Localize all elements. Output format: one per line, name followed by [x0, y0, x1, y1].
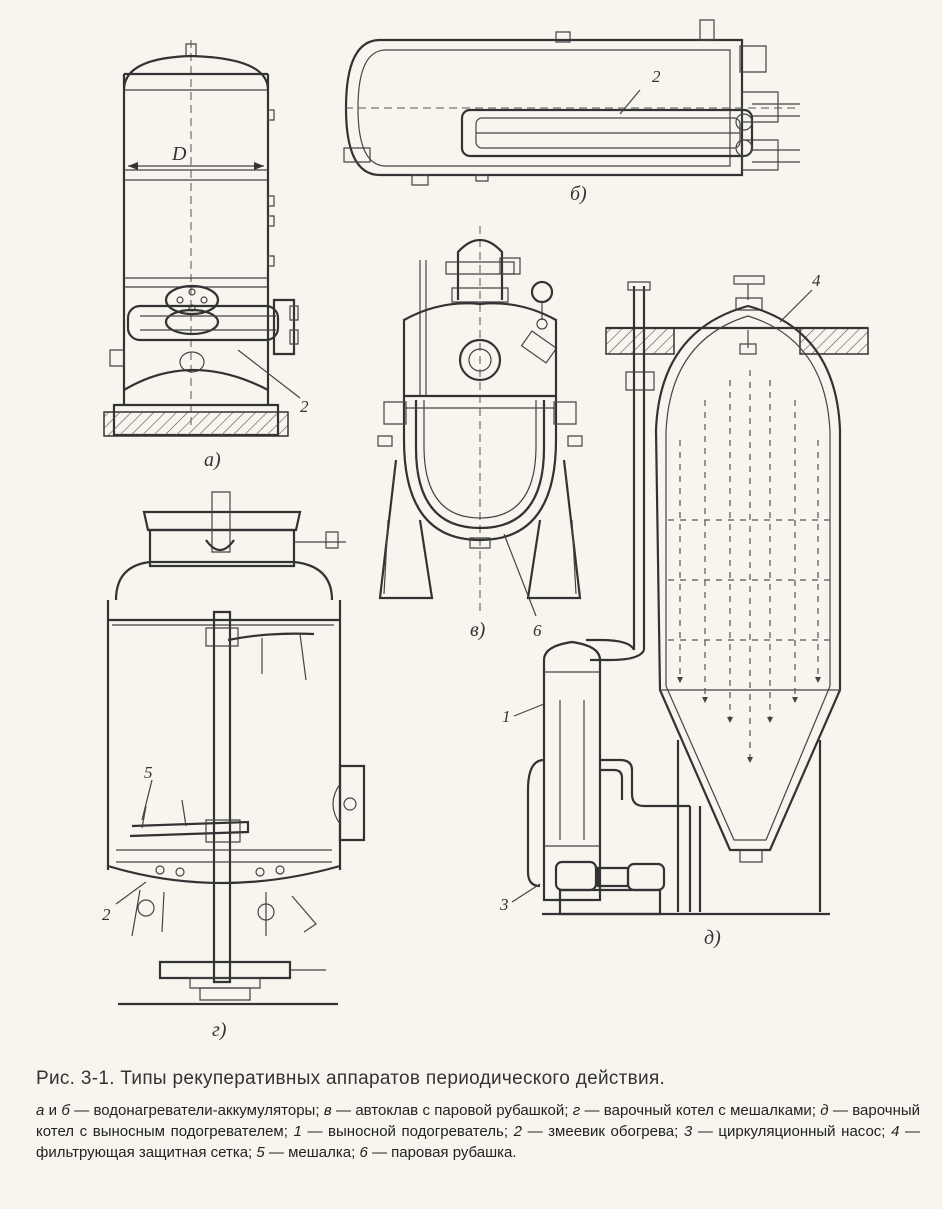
- caption-key: 1: [293, 1123, 302, 1140]
- callout-v-6: 6: [533, 621, 542, 640]
- label-d: д): [704, 927, 721, 949]
- callout-a-2: 2: [300, 397, 309, 416]
- caption-desc: — варочный котел с мешалками;: [580, 1102, 821, 1119]
- caption-desc: — фильтрующая защитная сетка;: [36, 1123, 921, 1161]
- drawing-d-kettle-external-heater: 4: [499, 271, 868, 949]
- callout-g-2: 2: [102, 905, 111, 924]
- callout-d-4: 4: [812, 271, 821, 290]
- caption-legend: а и б — водонагреватели-аккумуляторы; в …: [36, 1100, 920, 1163]
- flow-arrows: [668, 370, 832, 763]
- caption-title: Рис. 3-1. Типы рекуперативных аппаратов …: [36, 1068, 666, 1089]
- callout-d-3: 3: [499, 895, 509, 914]
- callout-b-2: 2: [652, 67, 661, 86]
- figure-caption: Рис. 3-1. Типы рекуперативных аппаратов …: [36, 1068, 920, 1163]
- caption-key: 6: [359, 1144, 368, 1161]
- label-g: г): [212, 1019, 227, 1041]
- label-b: б): [570, 183, 587, 205]
- dimension-d-label: D: [171, 143, 187, 165]
- callout-g-5: 5: [144, 763, 153, 782]
- drawing-a-vertical-heater: D 2 а): [104, 40, 309, 471]
- drawing-v-autoclave: 6 в): [378, 226, 582, 641]
- caption-key: б: [61, 1102, 70, 1119]
- caption-key: а: [36, 1102, 45, 1119]
- drawing-b-horizontal-heater: 2 б): [344, 20, 800, 205]
- caption-desc: и: [44, 1102, 62, 1119]
- caption-desc: — циркуляционный насос;: [692, 1123, 892, 1140]
- caption-desc: — змеевик обогрева;: [521, 1123, 684, 1140]
- caption-desc: — водонагреватели-аккумуляторы;: [69, 1102, 324, 1119]
- caption-key: г: [572, 1102, 581, 1119]
- label-a: а): [204, 449, 221, 471]
- apparatus-figure: D 2 а): [102, 0, 942, 1041]
- callout-d-1: 1: [502, 707, 511, 726]
- label-v: в): [470, 619, 486, 641]
- caption-key: 5: [256, 1144, 265, 1161]
- caption-key: 4: [891, 1123, 900, 1140]
- caption-key: 2: [513, 1123, 522, 1140]
- caption-key: 3: [683, 1123, 693, 1140]
- caption-desc: — выносной подогреватель;: [301, 1123, 514, 1140]
- caption-key: в: [323, 1102, 332, 1119]
- caption-key: д: [820, 1102, 829, 1119]
- caption-desc: — автоклав с паровой рубашкой;: [331, 1102, 573, 1119]
- drawing-g-kettle-with-stirrers: 5 2 г): [102, 492, 364, 1041]
- caption-desc: — мешалка;: [264, 1144, 360, 1161]
- caption-desc: — варочный котел с выносным подогревател…: [36, 1102, 921, 1140]
- caption-desc: — паровая рубашка.: [367, 1144, 517, 1161]
